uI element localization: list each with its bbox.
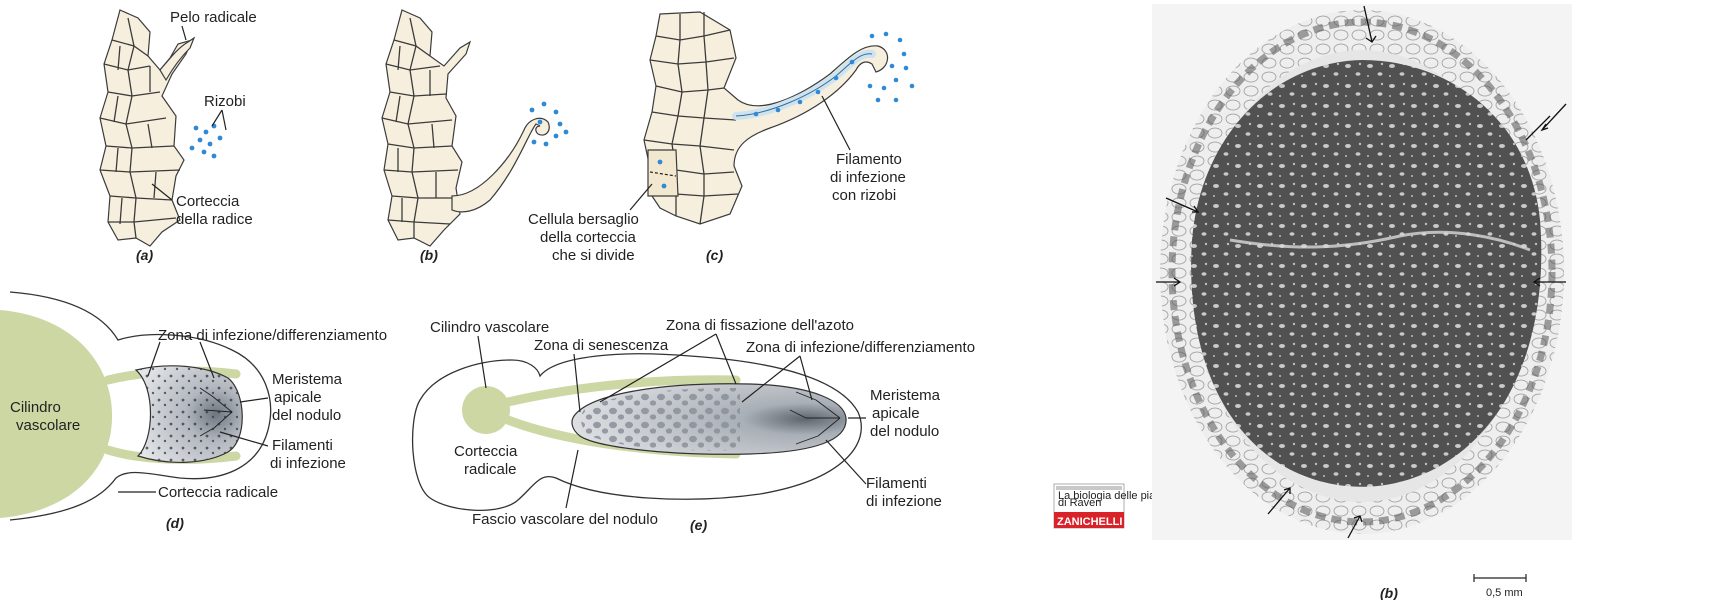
publisher-logo: ZANICHELLI bbox=[1057, 516, 1122, 528]
label-filamenti-e-2: di infezione bbox=[866, 493, 942, 510]
diagram-d: Zona di infezione/differenziamento Meris… bbox=[0, 292, 387, 531]
label-fascio: Fascio vascolare del nodulo bbox=[472, 511, 658, 528]
scale-bar bbox=[1474, 574, 1526, 582]
label-meristema-e-3: del nodulo bbox=[870, 423, 939, 440]
panel-label-a: (a) bbox=[136, 247, 153, 263]
diagram-c: Filamento di infezione con rizobi Cellul… bbox=[528, 12, 914, 264]
diagram-e: Cilindro vascolare Zona di fissazione de… bbox=[413, 317, 975, 533]
label-cellula-2: della corteccia bbox=[540, 229, 637, 246]
label-cilindro-d-2: vascolare bbox=[16, 417, 80, 434]
nodule-d-specks bbox=[136, 366, 242, 463]
label-filamenti-e-1: Filamenti bbox=[866, 475, 927, 492]
label-filamenti-d-2: di infezione bbox=[270, 455, 346, 472]
label-filamento-1: Filamento bbox=[836, 151, 902, 168]
label-meristema-e-2: apicale bbox=[872, 405, 920, 422]
panel-label-e: (e) bbox=[690, 517, 707, 533]
label-filamenti-d-1: Filamenti bbox=[272, 437, 333, 454]
label-zona-d: Zona di infezione/differenziamento bbox=[158, 327, 387, 344]
rhizobium-in-target bbox=[658, 160, 663, 165]
label-meristema-d-3: del nodulo bbox=[272, 407, 341, 424]
label-filamento-3: con rizobi bbox=[832, 187, 896, 204]
label-fissazione: Zona di fissazione dell'azoto bbox=[666, 317, 854, 334]
root-hair-b bbox=[452, 118, 549, 212]
label-pelo-radicale: Pelo radicale bbox=[170, 9, 257, 26]
label-corteccia-a-2: della radice bbox=[176, 211, 253, 228]
rhizobia-a bbox=[190, 124, 223, 159]
label-meristema-d-1: Meristema bbox=[272, 371, 343, 388]
micrograph: (b) 0,5 mm bbox=[1152, 4, 1572, 600]
label-filamento-2: di infezione bbox=[830, 169, 906, 186]
root-hair-a bbox=[160, 38, 194, 80]
label-infezione-e: Zona di infezione/differenziamento bbox=[746, 339, 975, 356]
panel-label-c: (c) bbox=[706, 247, 723, 263]
micrograph-panel-label: (b) bbox=[1380, 585, 1398, 600]
diagram-a: Pelo radicale Rizobi Corteccia della rad… bbox=[100, 9, 257, 263]
cover-title-2: di Raven bbox=[1058, 497, 1101, 509]
label-corteccia-d: Corteccia radicale bbox=[158, 484, 278, 501]
label-meristema-e-1: Meristema bbox=[870, 387, 941, 404]
label-cellula-1: Cellula bersaglio bbox=[528, 211, 639, 228]
scale-bar-label: 0,5 mm bbox=[1486, 587, 1523, 599]
leader-pelo bbox=[182, 26, 186, 40]
target-cell bbox=[648, 150, 678, 196]
panel-label-b: (b) bbox=[420, 247, 438, 263]
label-senescenza: Zona di senescenza bbox=[534, 337, 669, 354]
label-cilindro-e: Cilindro vascolare bbox=[430, 319, 549, 336]
panel-label-d: (d) bbox=[166, 515, 184, 531]
label-cellula-3: che si divide bbox=[552, 247, 635, 264]
label-cilindro-d-1: Cilindro bbox=[10, 399, 61, 416]
label-meristema-d-2: apicale bbox=[274, 389, 322, 406]
label-corteccia-e-1: Corteccia bbox=[454, 443, 518, 460]
leader-cellula bbox=[630, 184, 652, 210]
vascular-cylinder-e bbox=[462, 386, 510, 434]
leader-filamento bbox=[822, 96, 850, 150]
label-corteccia-a-1: Corteccia bbox=[176, 193, 240, 210]
label-corteccia-e-2: radicale bbox=[464, 461, 517, 478]
label-rizobi: Rizobi bbox=[204, 93, 246, 110]
rhizobium-in-target bbox=[662, 184, 667, 189]
micrograph-infected-tissue bbox=[1191, 60, 1541, 487]
